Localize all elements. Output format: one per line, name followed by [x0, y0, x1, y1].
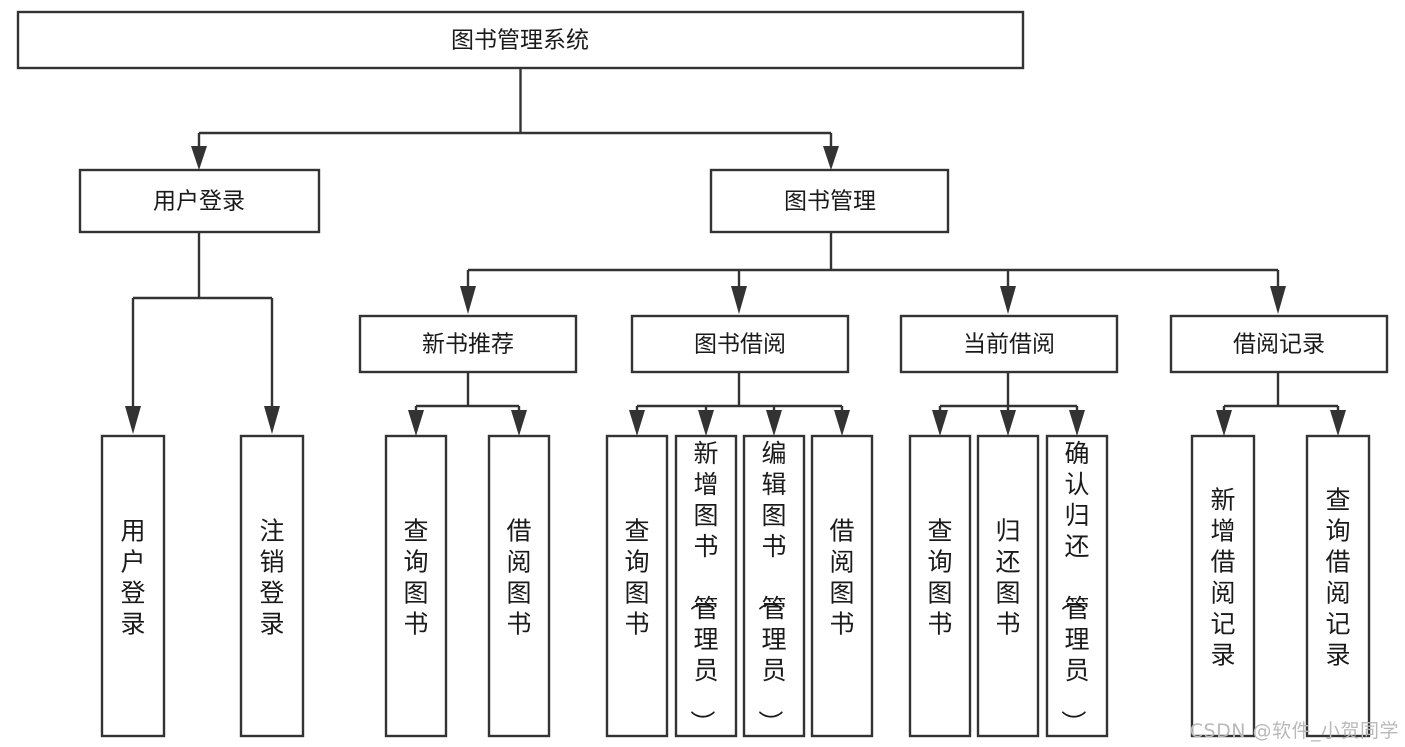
node-newbook[interactable]: 新书推荐 [358, 314, 578, 374]
node-leaf12-box[interactable] [1190, 434, 1256, 738]
arrowhead-records [1270, 286, 1286, 314]
node-leaf1-box[interactable] [100, 434, 166, 738]
node-leaf4-label: 借阅图书 [506, 517, 531, 639]
node-leaf11[interactable]: 确认归还（管理员） [1045, 434, 1109, 738]
node-leaf13[interactable]: 查询借阅记录 [1305, 434, 1371, 738]
node-leaf2[interactable]: 注销登录 [239, 434, 305, 738]
node-leaf7[interactable]: 编辑图书（管理员） [742, 434, 806, 738]
node-leaf2-label: 注销登录 [259, 517, 284, 639]
node-leaf6-box[interactable] [674, 434, 738, 738]
node-leaf6[interactable]: 新增图书（管理员） [674, 434, 738, 738]
node-bookmgmt-box[interactable] [709, 168, 950, 234]
arrowhead-borrow [731, 286, 747, 314]
node-login-box[interactable] [78, 168, 321, 234]
arrowhead-leaf10 [1000, 410, 1016, 436]
leaf-nodes-layer: 用户登录 注销登录 查询图书 借阅图书 查询图书 新增图书（管理员） [100, 434, 1371, 738]
arrowhead-leaf9 [932, 410, 948, 436]
node-leaf6-label: 新增图书（管理员） [687, 439, 718, 735]
node-leaf7-label: 编辑图书（管理员） [755, 439, 786, 735]
node-leaf8-label: 借阅图书 [829, 517, 854, 639]
arrowhead-leaf8 [834, 410, 850, 436]
arrowhead-leaf3 [408, 410, 424, 436]
node-records-label: 借阅记录 [1233, 332, 1325, 358]
arrowhead-leaf13 [1330, 410, 1346, 436]
arrowhead-leaf5 [629, 410, 645, 436]
node-current[interactable]: 当前借阅 [899, 314, 1119, 374]
node-leaf7-box[interactable] [742, 434, 806, 738]
arrowhead-newbook [460, 286, 476, 314]
node-bookmgmt[interactable]: 图书管理 [709, 168, 950, 234]
arrowhead-login [191, 146, 207, 170]
node-leaf10-box[interactable] [976, 434, 1040, 738]
node-leaf8[interactable]: 借阅图书 [810, 434, 874, 738]
arrowhead-current [1000, 286, 1016, 314]
node-leaf13-label: 查询借阅记录 [1325, 486, 1350, 670]
node-records[interactable]: 借阅记录 [1169, 314, 1389, 374]
node-leaf2-box[interactable] [239, 434, 305, 738]
arrowhead-leaf4 [511, 410, 527, 436]
node-current-box[interactable] [899, 314, 1119, 374]
node-borrow-box[interactable] [630, 314, 850, 374]
node-leaf9[interactable]: 查询图书 [908, 434, 972, 738]
arrowhead-leaf12 [1216, 410, 1232, 436]
node-leaf5-label: 查询图书 [624, 517, 649, 639]
node-leaf10[interactable]: 归还图书 [976, 434, 1040, 738]
node-newbook-box[interactable] [358, 314, 578, 374]
node-leaf3[interactable]: 查询图书 [384, 434, 448, 738]
node-bookmgmt-label: 图书管理 [784, 189, 876, 215]
node-leaf5[interactable]: 查询图书 [605, 434, 669, 738]
node-root-label: 图书管理系统 [451, 28, 589, 54]
node-leaf12-label: 新增借阅记录 [1210, 486, 1235, 670]
node-leaf1[interactable]: 用户登录 [100, 434, 166, 738]
node-leaf9-box[interactable] [908, 434, 972, 738]
arrowhead-bookmgmt [823, 146, 839, 170]
node-leaf8-box[interactable] [810, 434, 874, 738]
arrowhead-leaf6 [698, 410, 714, 436]
node-leaf11-box[interactable] [1045, 434, 1109, 738]
node-leaf9-label: 查询图书 [927, 517, 952, 639]
node-current-label: 当前借阅 [963, 332, 1055, 358]
node-newbook-label: 新书推荐 [422, 332, 514, 358]
node-leaf4-box[interactable] [487, 434, 551, 738]
node-records-box[interactable] [1169, 314, 1389, 374]
node-leaf11-label: 确认归还（管理员） [1058, 439, 1089, 735]
node-leaf3-box[interactable] [384, 434, 448, 738]
node-leaf4[interactable]: 借阅图书 [487, 434, 551, 738]
connector-layer [125, 68, 1346, 436]
node-login-label: 用户登录 [153, 189, 245, 215]
node-leaf10-label: 归还图书 [995, 517, 1020, 639]
node-leaf5-box[interactable] [605, 434, 669, 738]
arrowhead-leaf11 [1069, 410, 1085, 436]
node-borrow[interactable]: 图书借阅 [630, 314, 850, 374]
arrowhead-leaf7 [766, 410, 782, 436]
node-leaf3-label: 查询图书 [403, 517, 428, 639]
node-borrow-label: 图书借阅 [694, 332, 786, 358]
arrowhead-leaf1 [125, 406, 141, 434]
node-leaf13-box[interactable] [1305, 434, 1371, 738]
node-leaf12[interactable]: 新增借阅记录 [1190, 434, 1256, 738]
arrowhead-leaf2 [264, 406, 280, 434]
node-login[interactable]: 用户登录 [78, 168, 321, 234]
node-root[interactable]: 图书管理系统 [16, 10, 1025, 70]
node-leaf1-label: 用户登录 [120, 517, 145, 639]
node-root-box[interactable] [16, 10, 1025, 70]
